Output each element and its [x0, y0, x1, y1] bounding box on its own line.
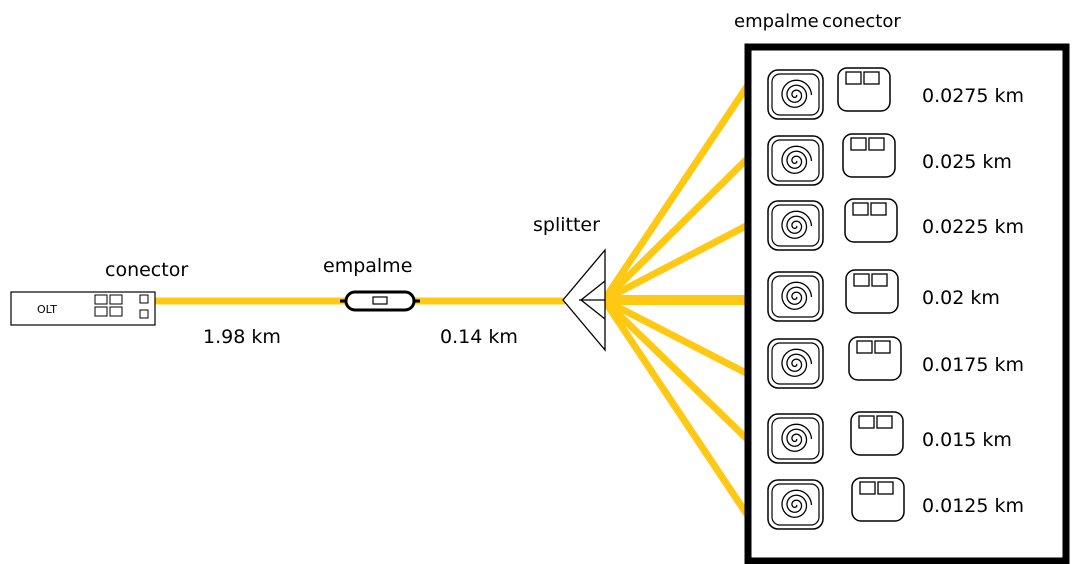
branch-distance: 0.025 km [922, 151, 1012, 173]
fiber-branch-2 [601, 155, 751, 303]
connector-icon [851, 477, 905, 522]
segment1-distance: 1.98 km [203, 326, 281, 348]
connector-icon [848, 336, 902, 381]
splitter-icon [562, 248, 606, 352]
subscriber-row: 0.0175 km [767, 336, 1024, 389]
trunk-empalme-label: empalme [323, 255, 412, 277]
header-empalme-label: empalme [734, 11, 819, 32]
header-conector-label: conector [822, 11, 901, 32]
subscriber-row: 0.0125 km [767, 477, 1024, 530]
subscriber-rows: 0.0275 km 0.025 km 0.0225 km 0.02 km 0.0175 … [767, 67, 1024, 530]
olt-device-icon: OLT [10, 291, 156, 326]
fiber-branch-1 [601, 83, 751, 302]
branch-distance: 0.0175 km [922, 354, 1024, 376]
fiber-fanout [601, 83, 751, 518]
splice-closure-icon [340, 290, 420, 312]
connector-icon [845, 269, 899, 314]
subscriber-row: 0.015 km [767, 411, 1012, 464]
subscriber-row: 0.02 km [767, 269, 1000, 322]
spiral-splice-icon [767, 200, 824, 251]
olt-label: OLT [37, 303, 57, 316]
fiber-branch-7 [601, 298, 751, 518]
spiral-splice-icon [767, 413, 824, 464]
connector-icon [844, 198, 898, 243]
fiber-branch-3 [602, 221, 750, 304]
spiral-splice-icon [767, 69, 824, 120]
branch-distance: 0.0225 km [922, 216, 1024, 238]
branch-distance: 0.0125 km [922, 495, 1024, 517]
splitter-label: splitter [533, 214, 600, 236]
subscriber-row: 0.0225 km [767, 198, 1024, 251]
branch-distance: 0.0275 km [922, 85, 1024, 107]
olt-conector-label: conector [105, 259, 188, 281]
fiber-branch-5 [602, 296, 750, 378]
branch-distance: 0.015 km [922, 429, 1012, 451]
spiral-splice-icon [767, 338, 824, 389]
subscriber-row: 0.025 km [767, 133, 1012, 186]
connector-icon [837, 67, 891, 112]
branch-distance: 0.02 km [922, 287, 1000, 309]
spiral-splice-icon [767, 271, 824, 322]
spiral-splice-icon [767, 135, 824, 186]
segment2-distance: 0.14 km [440, 326, 518, 348]
connector-icon [850, 411, 904, 456]
spiral-splice-icon [767, 479, 824, 530]
connector-icon [842, 133, 896, 178]
fiber-branch-6 [601, 297, 751, 443]
subscriber-row: 0.0275 km [767, 67, 1024, 120]
